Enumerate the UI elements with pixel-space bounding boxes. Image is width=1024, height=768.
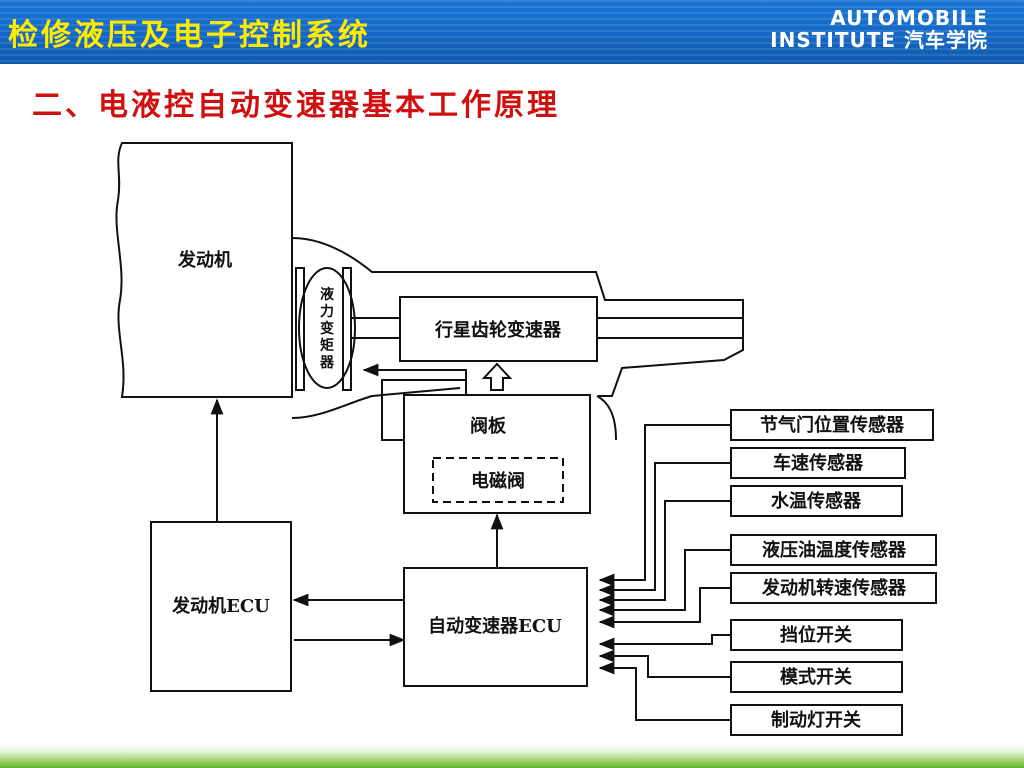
header-title: 检修液压及电子控制系统	[8, 18, 371, 53]
solenoid-valve-label: 电磁阀	[471, 470, 525, 492]
sensor-label-oil-temp: 液压油温度传感器	[762, 539, 907, 561]
torque-converter-label-3: 变	[320, 320, 334, 337]
torque-converter-body	[298, 267, 356, 389]
torque-converter-label-2: 力	[320, 303, 334, 320]
transmission-ecu-label: 自动变速器ECU	[428, 615, 562, 637]
transmission-housing	[291, 237, 744, 397]
sensor-label-mode-switch: 模式开关	[780, 666, 852, 688]
solenoid-valve-box	[432, 457, 564, 503]
housing-lower	[291, 387, 461, 419]
engine-ecu-box	[150, 521, 292, 692]
sensor-label-brake-switch: 制动灯开关	[771, 709, 861, 731]
sensor-label-engine-speed: 发动机转速传感器	[761, 577, 907, 599]
planetary-gearbox-box	[399, 296, 598, 362]
engine-ecu-label: 发动机ECU	[171, 595, 270, 617]
torque-converter-plate	[295, 267, 305, 391]
slide-title: 二、电液控自动变速器基本工作原理	[32, 88, 560, 123]
sensor-label-throttle: 节气门位置传感器	[760, 414, 905, 436]
hollow-up-arrow	[481, 362, 513, 391]
valve-body-box	[403, 394, 591, 514]
torque-converter-label-4: 矩	[320, 337, 334, 354]
header-bar: 检修液压及电子控制系统 AUTOMOBILE INSTITUTE 汽车学院	[0, 0, 1024, 64]
housing-right-lower	[596, 395, 617, 441]
valve-body-label: 阀板	[470, 415, 507, 437]
planetary-gearbox-label: 行星齿轮变速器	[434, 319, 562, 341]
sensor-label-water-temp: 水温传感器	[771, 490, 862, 512]
torque-converter-plate-right	[342, 267, 352, 391]
engine-block	[115, 142, 293, 398]
brand-line-2: INSTITUTE 汽车学院	[770, 28, 988, 52]
transmission-ecu-box	[403, 567, 588, 687]
sensor-label-gear-switch: 挡位开关	[780, 624, 852, 646]
torque-converter-label-5: 器	[319, 355, 335, 371]
header-stripes	[0, 0, 1024, 64]
brand-logo: AUTOMOBILE INSTITUTE 汽车学院	[738, 8, 988, 50]
brand-line-1: AUTOMOBILE	[830, 6, 988, 30]
engine-label: 发动机	[177, 249, 232, 271]
sensor-label-speed: 车速传感器	[773, 452, 864, 474]
torque-converter-label-1: 液	[320, 286, 335, 303]
footer-bar	[0, 744, 1024, 768]
